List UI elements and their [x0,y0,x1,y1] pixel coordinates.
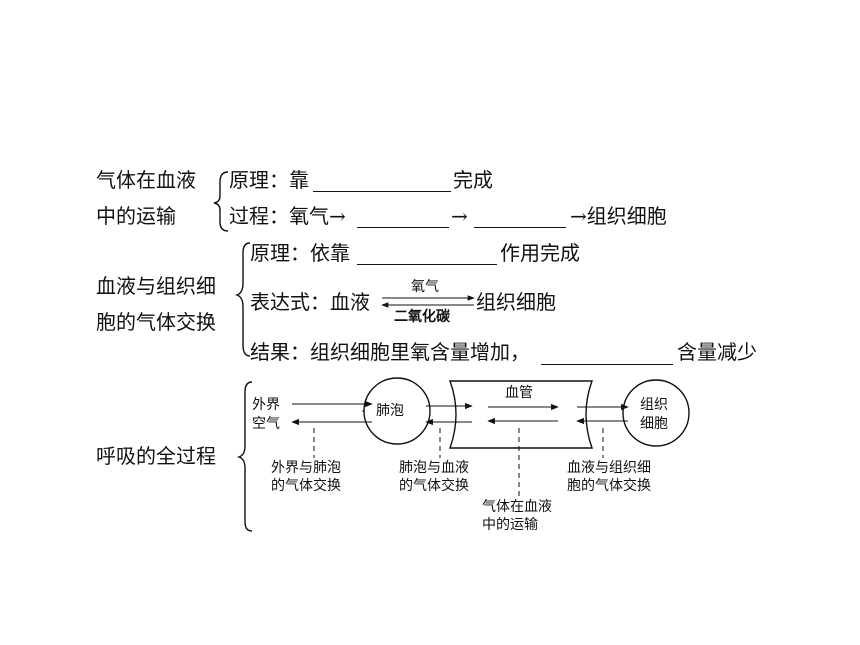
section1-process-label: 过程：氧气→ [229,204,346,228]
section1-title-line1: 气体在血液 [96,168,196,192]
brace-section2 [234,242,251,357]
section1-process-arrow: → [451,204,468,228]
section1-title-line2: 中的运输 [96,204,176,228]
section2-result-label: 结果：组织细胞里氧含量增加， [250,340,530,364]
label-outside-alveolus-line2: 的气体交换 [271,478,341,494]
label-blood-transport-line2: 中的运输 [482,517,538,533]
blank-result[interactable] [541,364,673,365]
cell-label-line1: 组织 [640,397,668,413]
vessel-shape [449,380,593,449]
label-outside-alveolus-line1: 外界与肺泡 [271,460,341,476]
label-alveolus-blood-line1: 肺泡与血液 [399,460,469,476]
label-alveolus-blood-line2: 的气体交换 [399,478,469,494]
section2-principle-suffix: 作用完成 [500,241,580,265]
blank-principle-1[interactable] [313,191,451,192]
cell-circle [622,379,690,447]
outside-air-line1: 外界 [252,397,280,413]
blank-principle-2[interactable] [357,264,497,265]
blank-process-1[interactable] [357,227,449,228]
section2-title-line1: 血液与组织细 [96,274,216,298]
label-blood-transport-line1: 气体在血液 [482,499,552,515]
alveolus-label: 肺泡 [376,403,404,419]
section2-expression-label: 表达式：血液 [250,290,370,314]
section2-principle-label: 原理：依靠 [250,241,350,265]
brace-section1 [213,171,229,232]
brace-section3 [236,381,253,532]
section2-result-suffix: 含量减少 [677,340,757,364]
outside-air-line2: 空气 [252,416,280,432]
cell-label-line2: 细胞 [640,416,668,432]
vessel-label: 血管 [505,385,533,401]
section1-process-arrow2: →组织细胞 [570,204,667,228]
section2-expression-right: 组织细胞 [476,290,556,314]
blank-process-2[interactable] [474,227,566,228]
label-blood-cell-line2: 胞的气体交换 [567,478,651,494]
expression-top-label: 氧气 [411,279,439,295]
section2-title-line2: 胞的气体交换 [96,310,216,334]
section1-principle-suffix: 完成 [453,168,493,192]
section1-principle-label: 原理：靠 [229,168,309,192]
label-blood-cell-line1: 血液与组织细 [567,460,651,476]
section3-title: 呼吸的全过程 [96,444,216,468]
expression-bottom-label: 二氧化碳 [394,309,450,325]
